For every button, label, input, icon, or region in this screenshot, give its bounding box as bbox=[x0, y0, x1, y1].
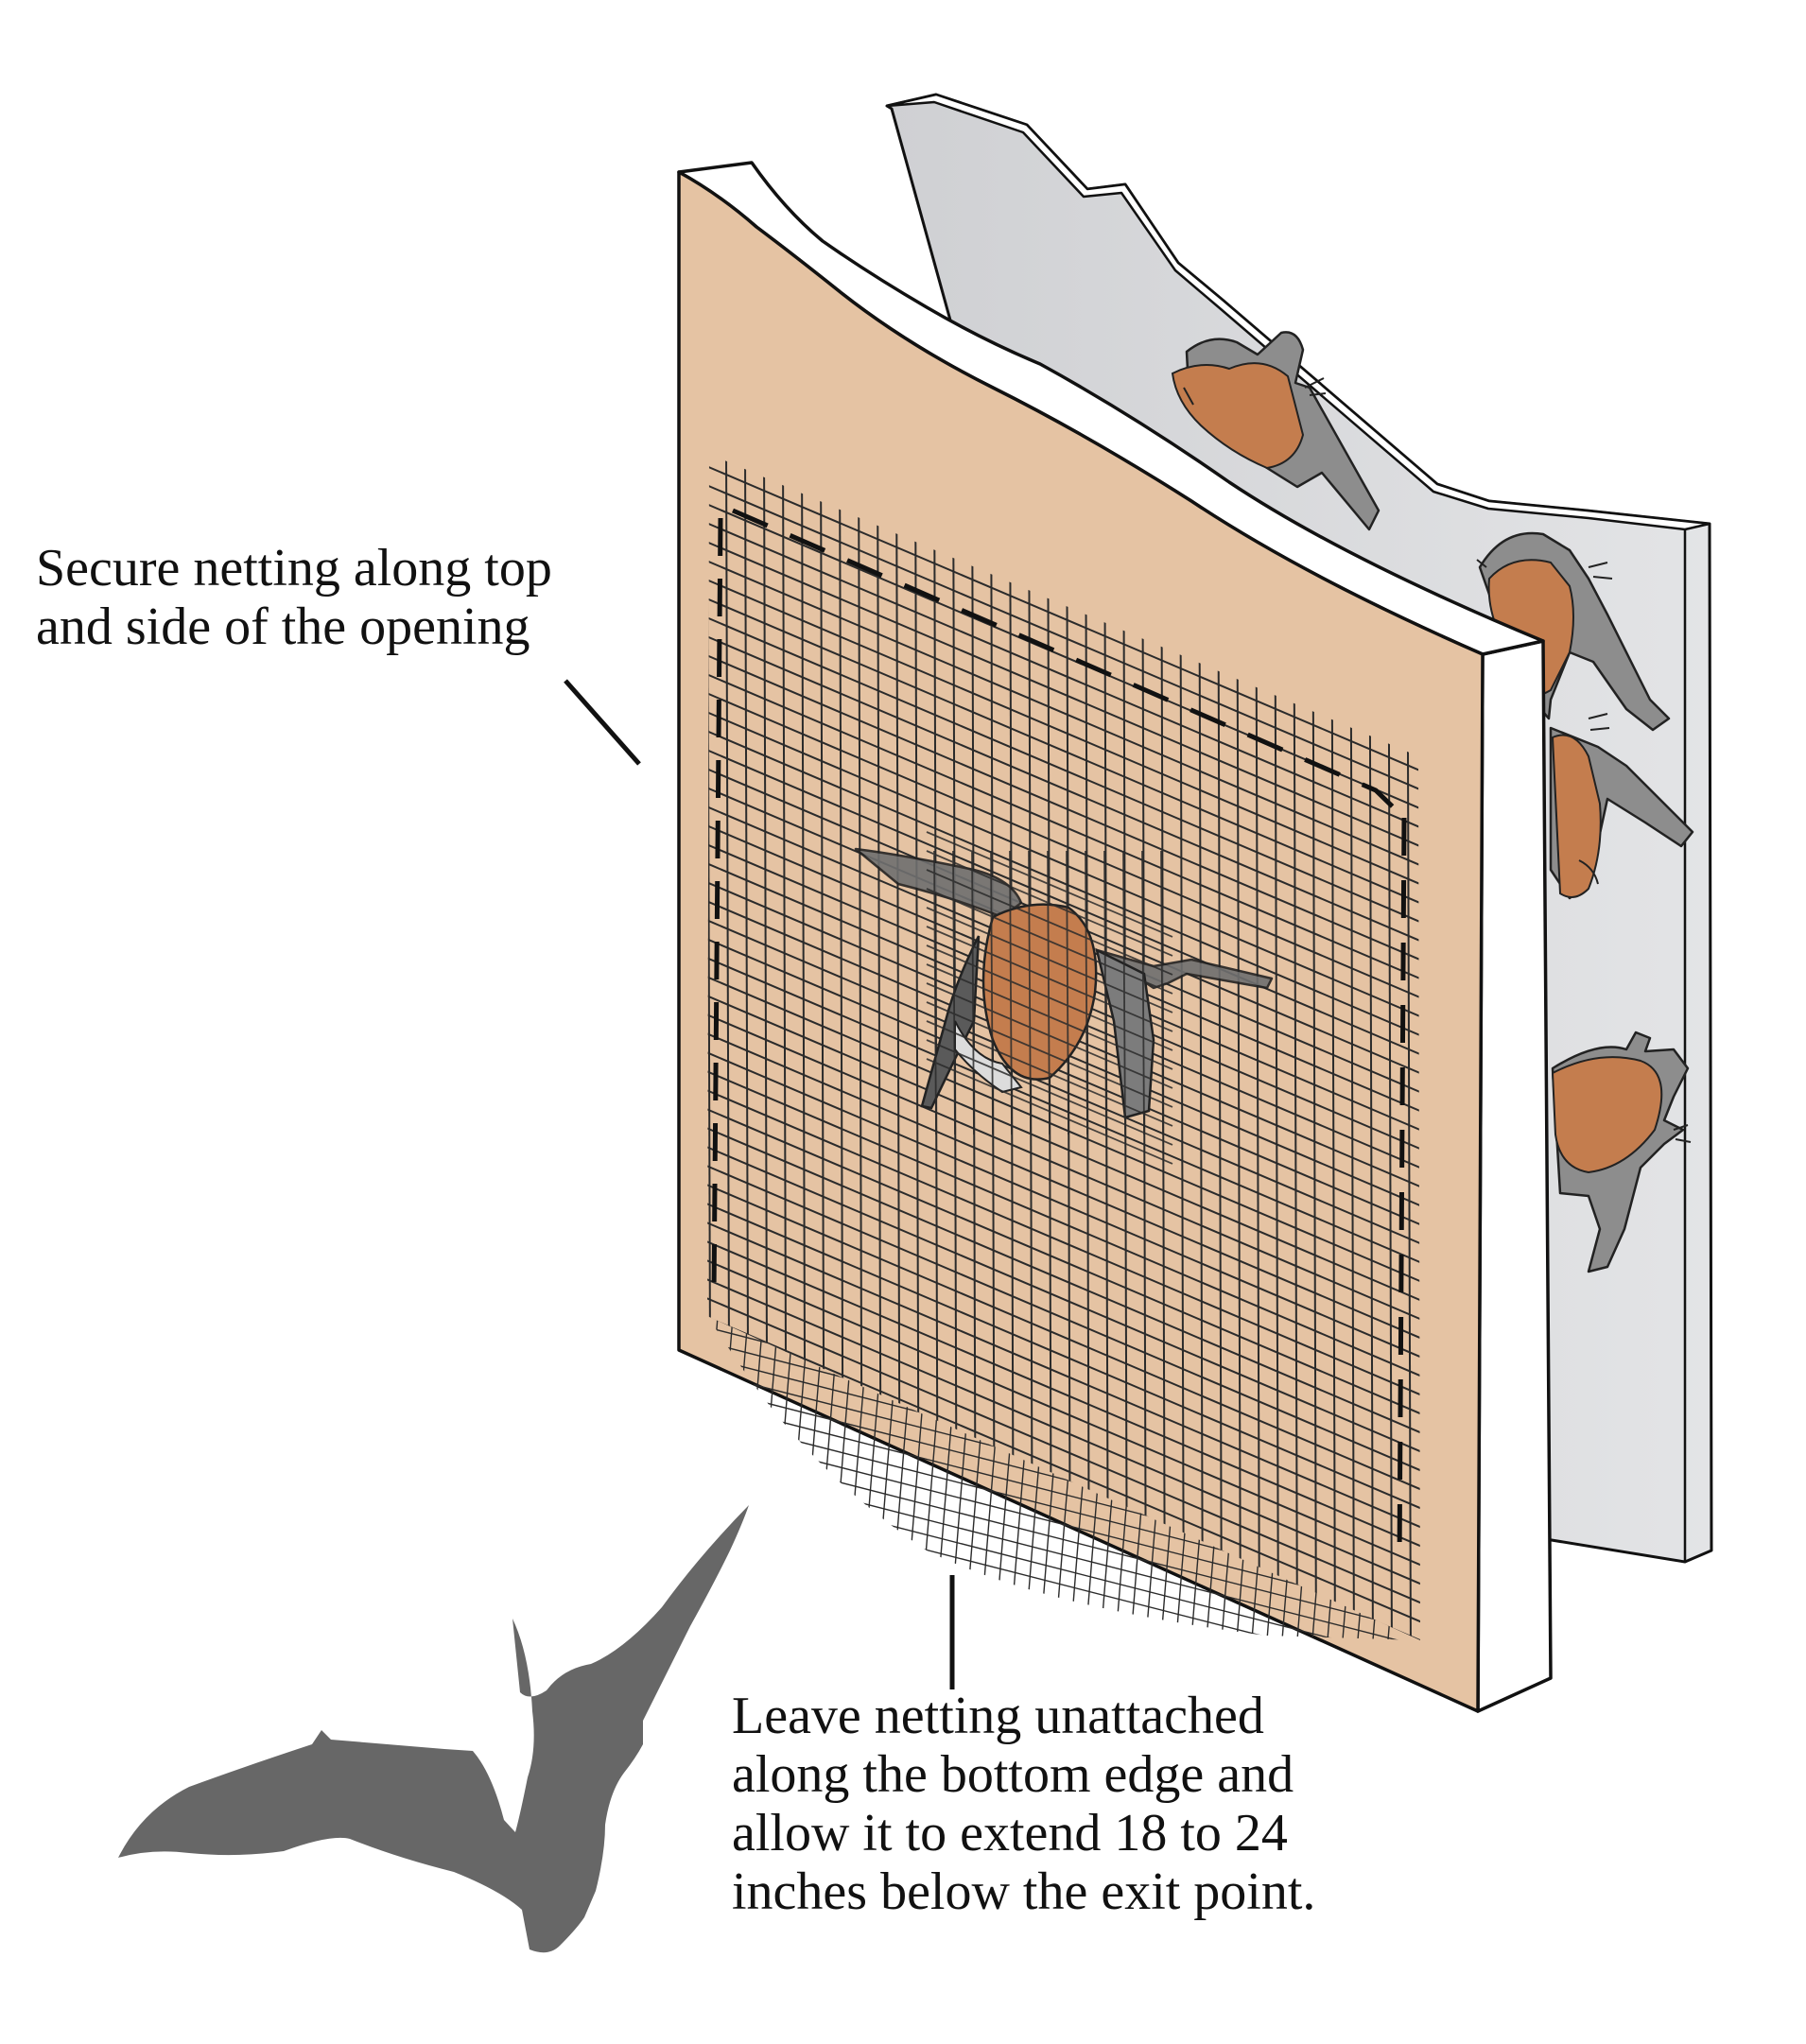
top-attach-line bbox=[732, 508, 1406, 820]
callout-secure-netting: Secure netting along top and side of the… bbox=[36, 539, 552, 656]
roosting-bat-icon bbox=[1171, 331, 1381, 531]
roosting-bat-icon bbox=[1549, 713, 1694, 900]
net-strand bbox=[1103, 850, 1107, 1135]
leader-lines bbox=[564, 679, 955, 1689]
roosting-bats bbox=[1171, 331, 1694, 1273]
net-strand bbox=[926, 888, 1173, 995]
callout-bottom-line-1: Leave netting unattached bbox=[732, 1687, 1264, 1745]
net-strand bbox=[707, 481, 1420, 794]
net-strand bbox=[707, 727, 1420, 1040]
net-strand bbox=[707, 992, 1420, 1305]
net-strand bbox=[1009, 850, 1013, 1135]
net-strand bbox=[707, 1030, 1420, 1342]
net-strand bbox=[926, 869, 1173, 976]
net-strand bbox=[707, 1048, 1420, 1361]
roosting-bat-icon bbox=[1551, 1031, 1692, 1273]
net-strand bbox=[933, 850, 937, 1135]
net-strand bbox=[707, 1200, 1420, 1513]
net-strand bbox=[971, 850, 975, 1135]
net-strand bbox=[926, 1039, 1173, 1146]
net-strand bbox=[707, 1105, 1420, 1418]
callout-leave-unattached: Leave netting unattached along the botto… bbox=[732, 1687, 1315, 1921]
net-strand bbox=[707, 595, 1420, 908]
net-strand bbox=[707, 1256, 1420, 1569]
net-strand bbox=[926, 944, 1173, 1051]
callout-top-line-1: Secure netting along top bbox=[36, 539, 552, 598]
net-strand bbox=[707, 632, 1420, 945]
net-strand bbox=[952, 850, 956, 1135]
net-strand bbox=[926, 831, 1173, 938]
net-strand bbox=[707, 1143, 1420, 1456]
net-strand bbox=[926, 1058, 1173, 1165]
net-strand bbox=[1047, 850, 1051, 1135]
net-strand bbox=[707, 670, 1420, 983]
left-attach-line bbox=[711, 517, 723, 1296]
net-strand bbox=[707, 1124, 1420, 1437]
net-strand bbox=[707, 1162, 1420, 1475]
net-strand bbox=[707, 1067, 1420, 1380]
net-strand bbox=[926, 1001, 1173, 1108]
callout-bottom-line-3: allow it to extend 18 to 24 bbox=[732, 1804, 1288, 1862]
net-strand bbox=[1028, 850, 1032, 1135]
net-strand bbox=[707, 1219, 1420, 1532]
net-strand bbox=[1160, 850, 1164, 1135]
net-strand bbox=[707, 1011, 1420, 1324]
net-strand bbox=[707, 1181, 1420, 1494]
net-strand bbox=[707, 576, 1420, 889]
net-strand bbox=[926, 907, 1173, 1013]
top-leader-line bbox=[564, 679, 641, 766]
callout-top-line-2: and side of the opening bbox=[36, 598, 530, 656]
net-strand bbox=[707, 708, 1420, 1021]
net-strand bbox=[1085, 850, 1088, 1135]
net-strand bbox=[926, 982, 1173, 1089]
attachment-lines bbox=[711, 508, 1407, 1566]
net-strand bbox=[926, 1020, 1173, 1127]
net-strand bbox=[1066, 850, 1069, 1135]
net-strand bbox=[707, 1086, 1420, 1399]
net-strand bbox=[707, 746, 1420, 1059]
netting-overlay bbox=[926, 831, 1173, 1165]
net-strand bbox=[707, 1313, 1420, 1626]
net-strand bbox=[707, 538, 1420, 851]
net-strand bbox=[707, 1238, 1420, 1550]
callout-bottom-line-4: inches below the exit point. bbox=[732, 1862, 1316, 1921]
callout-bottom-line-2: along the bottom edge and bbox=[732, 1745, 1294, 1804]
net-strand bbox=[707, 462, 1420, 775]
net-strand bbox=[707, 954, 1420, 1267]
net-strand bbox=[707, 519, 1420, 832]
net-strand bbox=[707, 916, 1420, 1229]
net-strand bbox=[926, 963, 1173, 1070]
net-strand bbox=[707, 973, 1420, 1286]
net-strand bbox=[707, 689, 1420, 1002]
net-strand bbox=[707, 935, 1420, 1248]
net-strand bbox=[926, 850, 1173, 957]
net-strand bbox=[707, 1275, 1420, 1588]
net-strand bbox=[707, 1294, 1420, 1607]
net-strand bbox=[707, 614, 1420, 927]
net-strand bbox=[926, 926, 1173, 1032]
net-strand bbox=[707, 557, 1420, 870]
net-strand bbox=[707, 651, 1420, 964]
bat-silhouette-icon bbox=[118, 1505, 749, 1953]
net-strand bbox=[1141, 850, 1145, 1135]
